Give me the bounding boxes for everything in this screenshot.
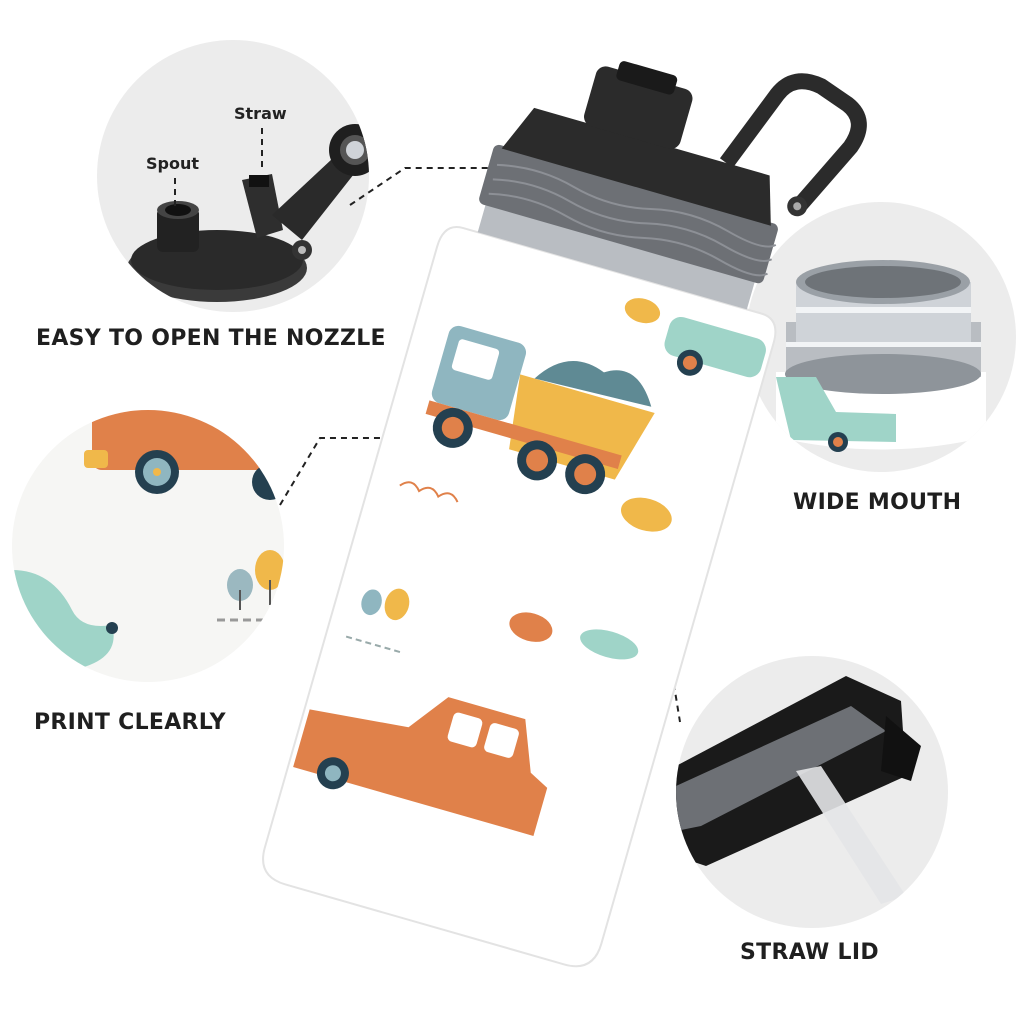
print-feature-title: PRINT CLEARLY: [34, 710, 226, 735]
wide-mouth-image: [776, 260, 986, 452]
straw-callout-label: Straw: [234, 104, 287, 123]
orange-car-print: [293, 697, 548, 836]
teal-car-print: [624, 298, 766, 378]
leader-lines: [174, 128, 743, 723]
print-feature-circle: [12, 410, 284, 682]
dump-truck-print: [425, 325, 655, 495]
mouth-feature-circle: [746, 202, 1016, 472]
lid-feature-title: STRAW LID: [740, 940, 879, 965]
nozzle-feature-circle: [97, 40, 369, 312]
mouth-feature-title: WIDE MOUTH: [793, 490, 962, 515]
straw-lid-image: [676, 676, 921, 904]
spout-callout-label: Spout: [146, 154, 200, 173]
nozzle-lid-image: [127, 124, 369, 302]
print-closeup-image: [12, 410, 284, 670]
nozzle-feature-title: EASY TO OPEN THE NOZZLE: [36, 326, 386, 351]
lid-feature-circle: [676, 656, 948, 928]
